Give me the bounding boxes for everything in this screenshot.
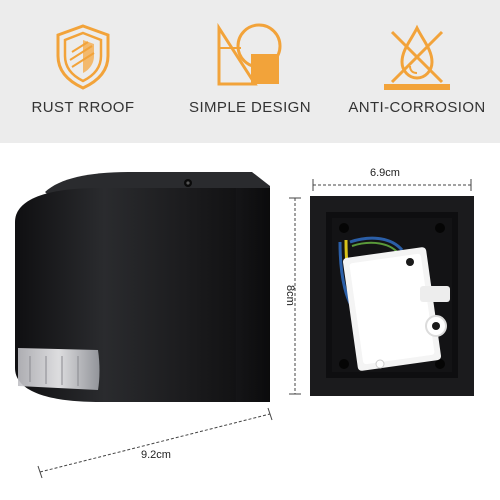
height-dimension: 8cm <box>284 285 296 306</box>
no-liquid-icon <box>382 22 452 92</box>
geometry-icon <box>215 22 285 92</box>
product-side-view <box>0 150 290 500</box>
feature-simple-design: SIMPLE DESIGN <box>167 0 333 143</box>
feature-anti-corrosion: ANTI-CORROSION <box>334 0 500 143</box>
feature-label: ANTI-CORROSION <box>348 99 486 116</box>
feature-rust-proof: RUST RROOF <box>0 0 166 143</box>
product-back-view <box>310 196 474 396</box>
feature-label: SIMPLE DESIGN <box>189 99 311 116</box>
width-dimension-line <box>312 178 472 192</box>
depth-dimension: 9.2cm <box>141 449 171 461</box>
height-dimension-line <box>288 196 302 396</box>
feature-label: RUST RROOF <box>31 99 135 116</box>
width-dimension: 6.9cm <box>370 167 400 179</box>
shield-icon <box>48 22 118 92</box>
